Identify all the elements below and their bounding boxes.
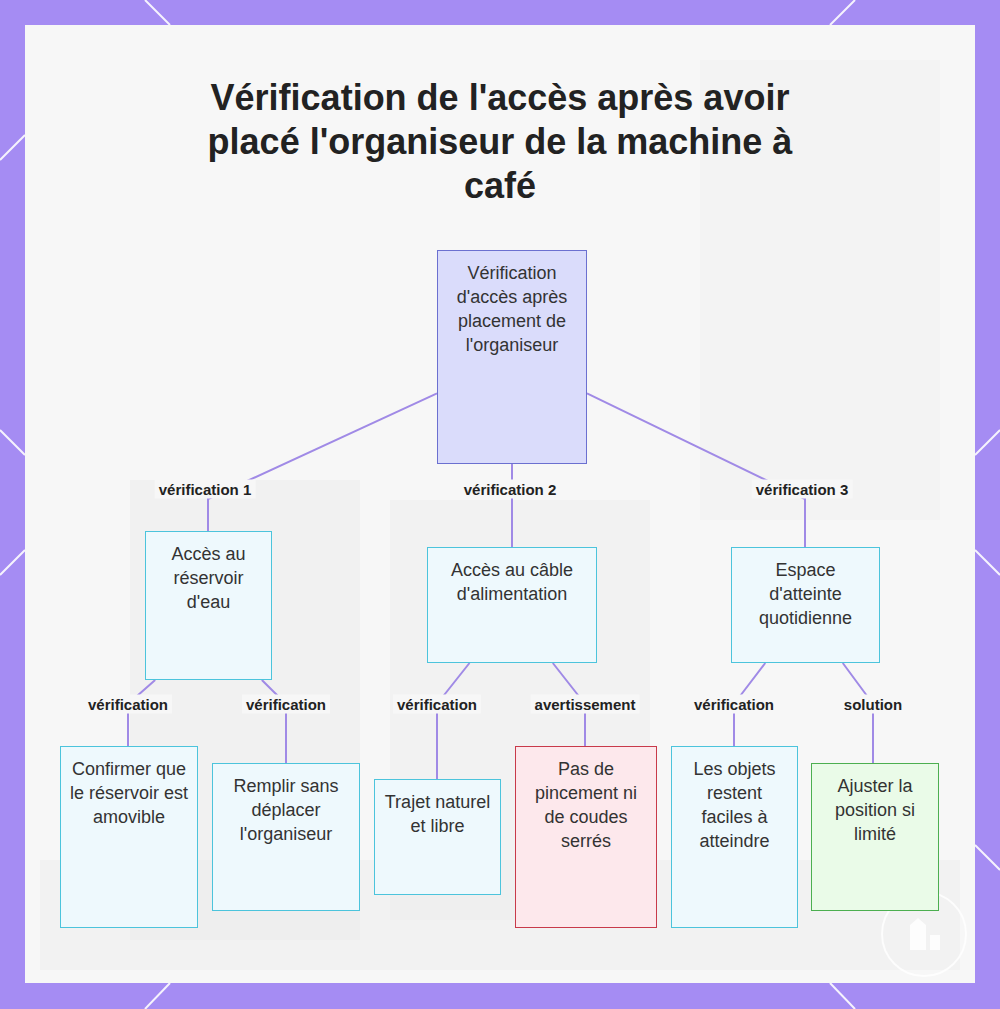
check-box: Accès au câble d'alimentation	[427, 547, 597, 663]
edge-label: vérification	[84, 695, 172, 714]
leaf-box: Remplir sans déplacer l'organiseur	[212, 763, 360, 911]
edge-label: vérification	[242, 695, 330, 714]
root-box: Vérification d'accès après placement de …	[437, 250, 587, 464]
panel	[25, 25, 975, 983]
leaf-box: Les objets restent faciles à atteindre	[671, 746, 798, 928]
edge-label: vérification 2	[460, 480, 561, 499]
connector-line	[587, 393, 805, 547]
node-text: Pas de pincement ni de coudes serrés	[524, 757, 648, 853]
diagram-title: Vérification de l'accès après avoir plac…	[180, 76, 820, 208]
connector-line	[511, 464, 513, 547]
check-box: Accès au réservoir d'eau	[145, 531, 272, 680]
node-text: Accès au câble d'alimentation	[436, 558, 588, 606]
node-text: Remplir sans déplacer l'organiseur	[221, 774, 351, 846]
edge-label: vérification	[690, 695, 778, 714]
watermark-logo	[910, 918, 940, 950]
node-text: Espace d'atteinte quotidienne	[740, 558, 871, 630]
connector-line	[208, 393, 437, 531]
solution-box: Ajuster la position si limité	[811, 763, 939, 911]
edge-label: avertissement	[531, 695, 640, 714]
connector-line	[262, 680, 286, 763]
edge-label: vérification 1	[155, 480, 256, 499]
edge-label: vérification	[393, 695, 481, 714]
node-text: Confirmer que le réservoir est amovible	[69, 757, 189, 829]
node-text: Trajet naturel et libre	[383, 790, 492, 838]
leaf-box: Trajet naturel et libre	[374, 779, 501, 895]
check-box: Espace d'atteinte quotidienne	[731, 547, 880, 663]
node-text: Vérification d'accès après placement de …	[446, 261, 578, 357]
warning-box: Pas de pincement ni de coudes serrés	[515, 746, 657, 928]
node-text: Les objets restent faciles à atteindre	[680, 757, 789, 853]
leaf-box: Confirmer que le réservoir est amovible	[60, 746, 198, 928]
edge-label: solution	[840, 695, 906, 714]
edge-label: vérification 3	[752, 480, 853, 499]
node-text: Accès au réservoir d'eau	[154, 542, 263, 614]
faded-photo	[40, 60, 960, 970]
node-text: Ajuster la position si limité	[820, 774, 930, 846]
connector-line	[437, 663, 470, 779]
